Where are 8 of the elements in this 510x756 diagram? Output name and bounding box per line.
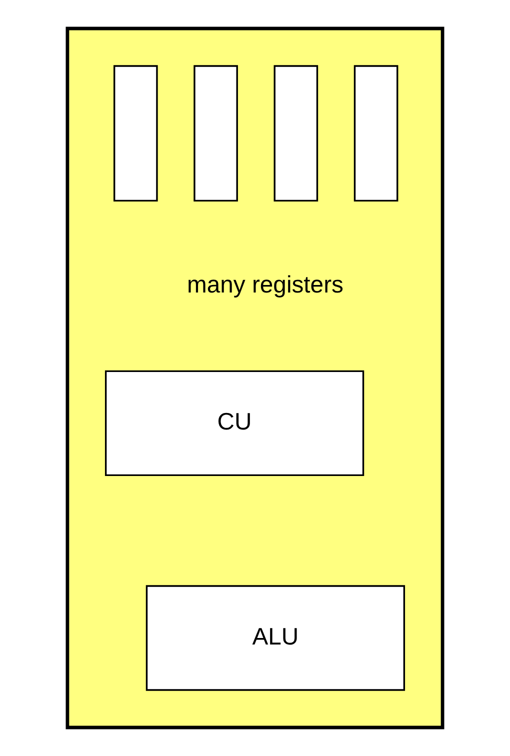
label: many registers	[186, 271, 344, 298]
node-box: CU	[104, 370, 364, 476]
node-bar	[194, 65, 238, 202]
node-bar	[274, 65, 318, 202]
node-box: ALU	[146, 585, 406, 691]
node-bar	[354, 65, 398, 202]
cluster	[66, 26, 444, 730]
node-bar	[114, 65, 158, 202]
